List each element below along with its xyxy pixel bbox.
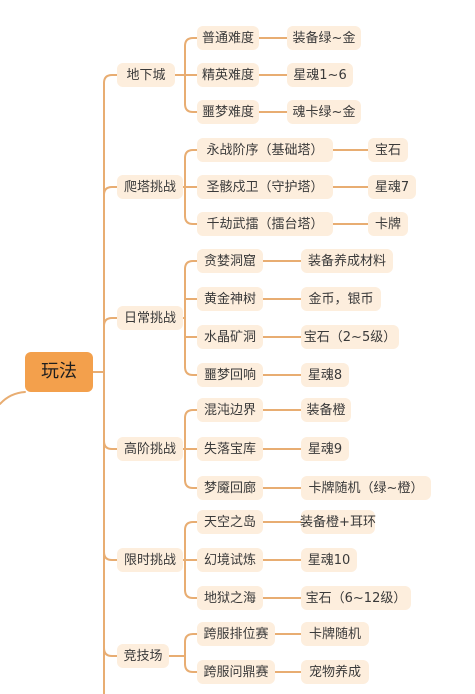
detail-node: 星魂7 bbox=[368, 175, 416, 199]
branch-node: 地下城 bbox=[117, 63, 175, 87]
child-node: 水晶矿洞 bbox=[197, 325, 263, 349]
child-node: 黄金神树 bbox=[197, 287, 263, 311]
child-connector bbox=[184, 103, 198, 113]
child-node: 混沌边界 bbox=[197, 398, 263, 422]
child-node: 跨服排位赛 bbox=[197, 622, 275, 646]
branch-connector bbox=[103, 317, 118, 327]
child-node: 梦魇回廊 bbox=[197, 476, 263, 500]
child-node: 千劫武擂（擂台塔） bbox=[197, 212, 333, 236]
child-node: 贪婪洞窟 bbox=[197, 249, 263, 273]
child-connector bbox=[184, 589, 198, 599]
child-node: 噩梦回响 bbox=[197, 363, 263, 387]
detail-node: 宝石（6~12级） bbox=[301, 586, 411, 610]
detail-node: 装备橙 bbox=[301, 398, 351, 422]
child-connector bbox=[184, 409, 198, 419]
detail-node: 宝石（2~5级） bbox=[301, 325, 399, 349]
branch-node: 日常挑战 bbox=[117, 306, 183, 330]
branch-connector bbox=[103, 647, 118, 657]
child-node: 幻境试炼 bbox=[197, 548, 263, 572]
child-connector bbox=[184, 633, 198, 643]
detail-node: 装备橙+耳环 bbox=[300, 510, 376, 534]
child-node: 圣骸戍卫（守护塔） bbox=[197, 175, 333, 199]
branch-connector bbox=[103, 186, 118, 196]
child-connector bbox=[184, 663, 198, 673]
root-node: 玩法 bbox=[25, 352, 93, 392]
detail-node: 星魂1~6 bbox=[287, 63, 353, 87]
branch-node: 高阶挑战 bbox=[117, 437, 183, 461]
detail-node: 魂卡绿~金 bbox=[287, 100, 361, 124]
detail-node: 金币，银币 bbox=[301, 287, 381, 311]
branch-node: 爬塔挑战 bbox=[117, 175, 183, 199]
child-node: 失落宝库 bbox=[197, 437, 263, 461]
child-node: 普通难度 bbox=[197, 26, 259, 50]
child-connector bbox=[184, 366, 198, 376]
detail-node: 宠物养成 bbox=[301, 660, 369, 684]
incoming-connector bbox=[0, 391, 26, 405]
child-node: 噩梦难度 bbox=[197, 100, 259, 124]
detail-node: 星魂8 bbox=[301, 363, 349, 387]
detail-node: 装备养成材料 bbox=[301, 249, 393, 273]
child-node: 跨服问鼎赛 bbox=[197, 660, 275, 684]
child-connector bbox=[184, 260, 198, 270]
child-connector bbox=[184, 215, 198, 225]
branch-node: 限时挑战 bbox=[117, 548, 183, 572]
child-node: 地狱之海 bbox=[197, 586, 263, 610]
child-connector bbox=[184, 149, 198, 159]
branch-node: 竞技场 bbox=[117, 644, 169, 668]
detail-node: 星魂9 bbox=[301, 437, 349, 461]
detail-node: 星魂10 bbox=[301, 548, 357, 572]
child-node: 永战阶序（基础塔） bbox=[197, 138, 333, 162]
child-connector bbox=[184, 479, 198, 489]
branch-connector bbox=[103, 440, 118, 450]
child-node: 精英难度 bbox=[197, 63, 259, 87]
detail-node: 装备绿~金 bbox=[287, 26, 361, 50]
detail-node: 卡牌随机 bbox=[301, 622, 369, 646]
detail-node: 卡牌 bbox=[368, 212, 408, 236]
detail-node: 卡牌随机（绿~橙） bbox=[301, 476, 431, 500]
child-connector bbox=[184, 521, 198, 531]
child-connector bbox=[184, 37, 198, 47]
detail-node: 宝石 bbox=[368, 138, 408, 162]
branch-connector bbox=[103, 551, 118, 561]
child-node: 天空之岛 bbox=[197, 510, 263, 534]
branch-connector bbox=[103, 74, 118, 84]
